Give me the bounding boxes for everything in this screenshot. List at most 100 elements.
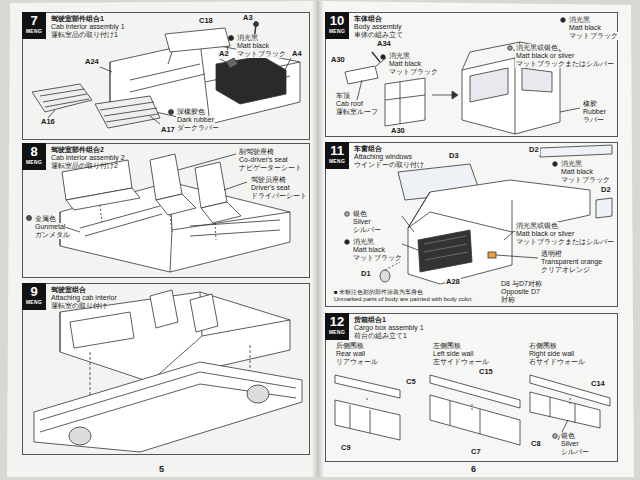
- wall-title: 右侧围板: [528, 342, 558, 350]
- step-title-en: Body assembly: [354, 23, 401, 31]
- step-title-en: Cab interior assembly 2: [51, 154, 125, 162]
- step-number-text: 10: [330, 13, 344, 28]
- cab-interior-illustration: [165, 28, 230, 52]
- chassis-illustration: [247, 385, 269, 403]
- window-illustration: [488, 252, 496, 258]
- paint-callout: 银色: [560, 432, 576, 440]
- paint-callout-group: 深橡胶色Dark rubberダークラバー: [176, 108, 220, 132]
- paint-callout-group: 银色Silverシルバー: [352, 210, 382, 234]
- part-number-group: C18: [198, 17, 214, 26]
- step-title-ja: 車体の組み立て: [354, 31, 403, 39]
- part-number: A2: [218, 50, 230, 59]
- part-number: D2: [600, 186, 612, 195]
- paint-callout: 消光黑: [352, 238, 375, 246]
- step-title-en: Attaching windows: [354, 153, 412, 161]
- cab-interior-illustration: [169, 110, 174, 115]
- paint-callout: ガンメタル: [34, 231, 71, 239]
- cargo-wall-illustration: [553, 434, 558, 439]
- part-number: C15: [478, 368, 494, 377]
- seat-callout-group: 副驾驶座椅Co-driver's seatナビゲーターシート: [238, 148, 303, 172]
- paint-callout-group: 消光黑或银色Matt black or silverマットブラックまたはシルバー: [515, 222, 615, 246]
- step-title-zh: 驾驶室部件组合1: [51, 15, 104, 23]
- step-title-ja: 運転室品の取り付け2: [51, 162, 118, 170]
- paint-callout: Transparent orange: [540, 258, 603, 266]
- cab-interior-illustration: [229, 36, 234, 41]
- cab-interior-illustration: [216, 56, 286, 104]
- step-title-ja: 運転室品の取り付け1: [51, 31, 118, 39]
- step-number-text: 7: [30, 13, 37, 28]
- step-title-en: Cab interior assembly 1: [51, 23, 125, 31]
- step-title-ja: 運転室の取り付け: [51, 302, 107, 310]
- seat-illustration: [201, 202, 241, 223]
- step-heading: 驾驶室组合Attaching cab interior運転室の取り付け: [51, 286, 117, 310]
- seat-callout: 驾驶员座椅: [250, 176, 287, 184]
- paint-callout-group: 消光黑Matt blackマットブラック: [352, 238, 403, 262]
- step-number-text: 9: [30, 284, 37, 299]
- part-callout: 车顶: [335, 92, 351, 100]
- part-callout-group: 车顶Cab roof運転室ルーフ: [335, 92, 379, 116]
- step-title-zh: 驾驶室组合: [51, 286, 86, 294]
- seat-callout: Driver's seat: [250, 184, 291, 192]
- part-number: A30: [390, 127, 406, 136]
- part-number: A24: [84, 58, 100, 67]
- body-illustration: [452, 91, 458, 99]
- part-number-group: A30: [390, 127, 406, 136]
- seat-callout: Co-driver's seat: [238, 156, 289, 164]
- brand-logo: MENG: [26, 159, 42, 166]
- part-number-group: A28: [445, 278, 461, 287]
- part-number-group: A2: [218, 50, 230, 59]
- seat-illustration: [156, 194, 196, 215]
- window-illustration: [385, 262, 400, 270]
- paint-callout-group: 透明橙Transparent orangeクリアオレンジ: [540, 250, 603, 274]
- paint-callout: Rubber: [582, 108, 607, 116]
- window-illustration: [380, 270, 390, 282]
- body-illustration: [462, 58, 560, 134]
- step-title-zh: 车体组合: [354, 15, 382, 23]
- wall-title: Left side wall: [432, 350, 474, 358]
- part-note-group: D8 与D7对称Opposite D7対称: [500, 280, 543, 304]
- window-illustration: [345, 240, 350, 245]
- cargo-wall-illustration: [335, 400, 400, 440]
- chassis-illustration: [34, 362, 302, 452]
- cab-interior-illustration: [95, 96, 160, 128]
- seat-callout-group: 驾驶员座椅Driver's seatドライバーシート: [250, 176, 308, 200]
- wall-title: 左侧围板: [432, 342, 462, 350]
- paint-callout: Matt black or silver: [515, 52, 575, 60]
- paint-callout-group: 消光黑Matt blackマットブラック: [560, 160, 611, 184]
- cab-interior-illustration: [254, 22, 259, 27]
- wall-title-group: 后侧围板Rear wallリアウォール: [335, 342, 379, 366]
- paint-callout: シルバー: [352, 226, 382, 234]
- painting-note: ■ 未标注色彩的部件涂装为车身色: [333, 289, 424, 296]
- step-number: 10MENG: [325, 12, 349, 39]
- seat-illustration: [27, 216, 32, 221]
- step-number: 7MENG: [22, 12, 46, 39]
- part-number: C18: [198, 17, 214, 26]
- part-number-group: C7: [470, 448, 482, 457]
- part-number-group: A17: [160, 126, 176, 135]
- part-number: C5: [405, 378, 417, 387]
- seat-callout: 副驾驶座椅: [238, 148, 275, 156]
- step-number: 9MENG: [22, 283, 46, 310]
- part-number-group: C14: [590, 380, 606, 389]
- cargo-wall-illustration: [350, 397, 575, 434]
- part-number: D2: [528, 146, 540, 155]
- step-title-zh: 货箱组合1: [354, 316, 386, 324]
- paint-callout: クリアオレンジ: [540, 266, 591, 274]
- chassis-illustration: [70, 312, 134, 348]
- paint-callout: 透明橙: [540, 250, 563, 258]
- step-number: 12MENG: [325, 313, 349, 340]
- paint-callout: Matt black or silver: [515, 230, 575, 238]
- wall-title: 左サイドウォール: [432, 358, 490, 366]
- booklet-page: [318, 1, 634, 477]
- seat-callout: ナビゲーターシート: [238, 164, 303, 172]
- body-illustration: [508, 46, 513, 51]
- part-number: C9: [340, 444, 352, 453]
- part-note: 対称: [500, 296, 516, 304]
- page-number: 5: [158, 464, 165, 474]
- paint-callout: Matt black: [560, 168, 594, 176]
- part-note: Opposite D7: [500, 288, 541, 296]
- part-number-group: D1: [360, 270, 372, 279]
- wall-title: 后侧围板: [335, 342, 365, 350]
- part-number: A3: [242, 14, 254, 23]
